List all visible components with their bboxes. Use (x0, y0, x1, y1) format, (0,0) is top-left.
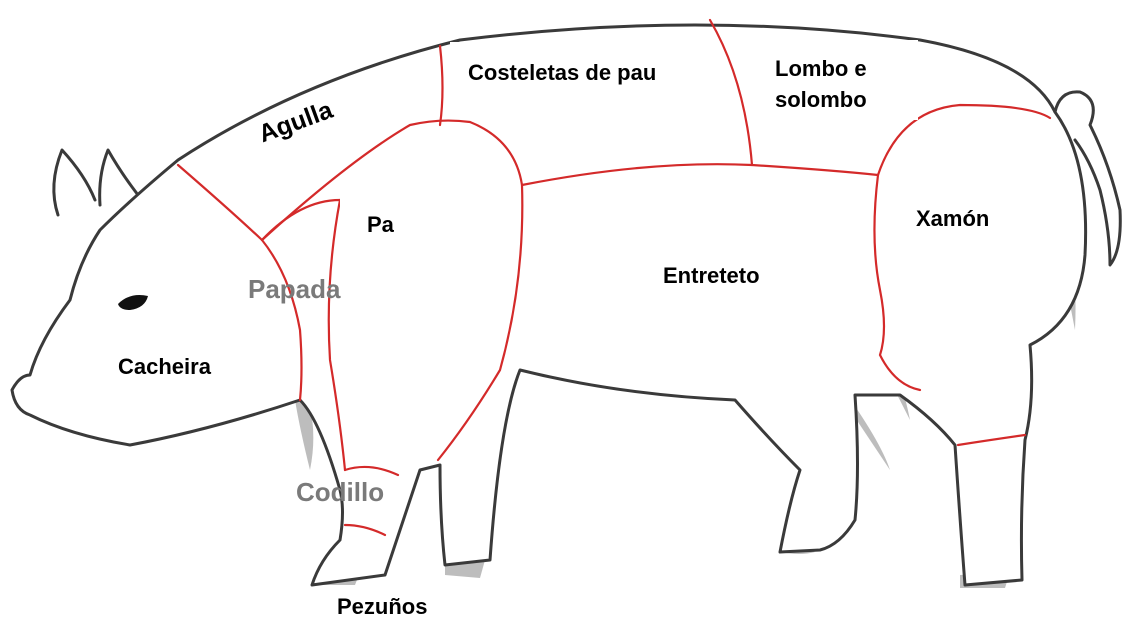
label-xamon: Xamón (916, 206, 990, 231)
label-codillo: Codillo (296, 477, 385, 507)
label-costeletas-de-pau: Costeletas de pau (468, 60, 657, 85)
pa-label-patch (340, 197, 498, 243)
label-solombo: solombo (775, 87, 867, 112)
label-pa: Pa (367, 212, 394, 237)
lombo-label-patch (758, 40, 918, 120)
pig-outline (10, 23, 1122, 587)
label-papada: Papada (248, 274, 341, 304)
label-pezunos: Pezuños (337, 594, 428, 619)
costeletas-label-patch (450, 42, 720, 100)
eye-icon (118, 295, 148, 310)
cut-lines (176, 18, 1052, 537)
label-lombo-e: Lombo e (775, 56, 867, 81)
label-cacheira: Cacheira (118, 354, 211, 379)
label-entreteto: Entreteto (663, 263, 760, 288)
